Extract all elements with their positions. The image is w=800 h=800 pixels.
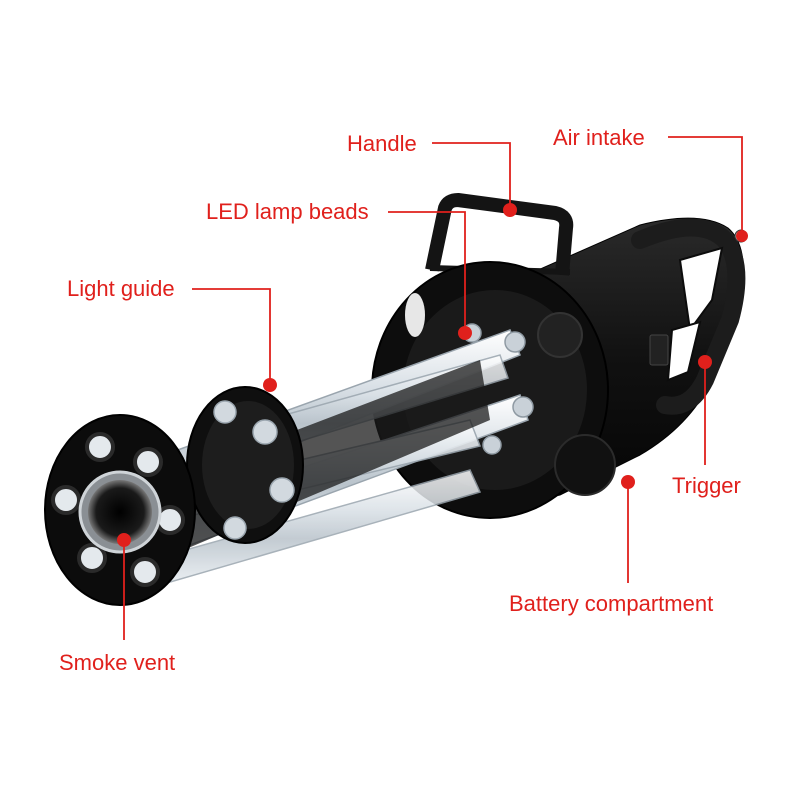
air-intake-label: Air intake bbox=[553, 125, 645, 150]
light-guide-leader-line bbox=[192, 288, 271, 385]
handle-dot bbox=[503, 203, 517, 217]
trigger-dot bbox=[698, 355, 712, 369]
led-lamp-beads-label: LED lamp beads bbox=[206, 199, 369, 224]
smoke-vent-label: Smoke vent bbox=[59, 650, 176, 675]
light-guide-dot bbox=[263, 378, 277, 392]
led-leader-line bbox=[388, 211, 466, 333]
front-plate bbox=[44, 414, 196, 606]
handle-leader-line bbox=[432, 142, 511, 210]
battery-dot bbox=[621, 475, 635, 489]
middle-ring bbox=[186, 386, 304, 544]
light-guide-label: Light guide bbox=[67, 276, 175, 301]
callout-dots bbox=[117, 203, 748, 547]
air-intake-leader-line bbox=[668, 136, 743, 236]
air-intake-dot bbox=[736, 230, 748, 242]
trigger-label: Trigger bbox=[672, 473, 741, 498]
smoke-vent-dot bbox=[117, 533, 131, 547]
battery-compartment-label: Battery compartment bbox=[509, 591, 714, 616]
callout-lines bbox=[123, 136, 743, 640]
handle-label: Handle bbox=[347, 131, 417, 156]
led-dot bbox=[458, 326, 472, 340]
